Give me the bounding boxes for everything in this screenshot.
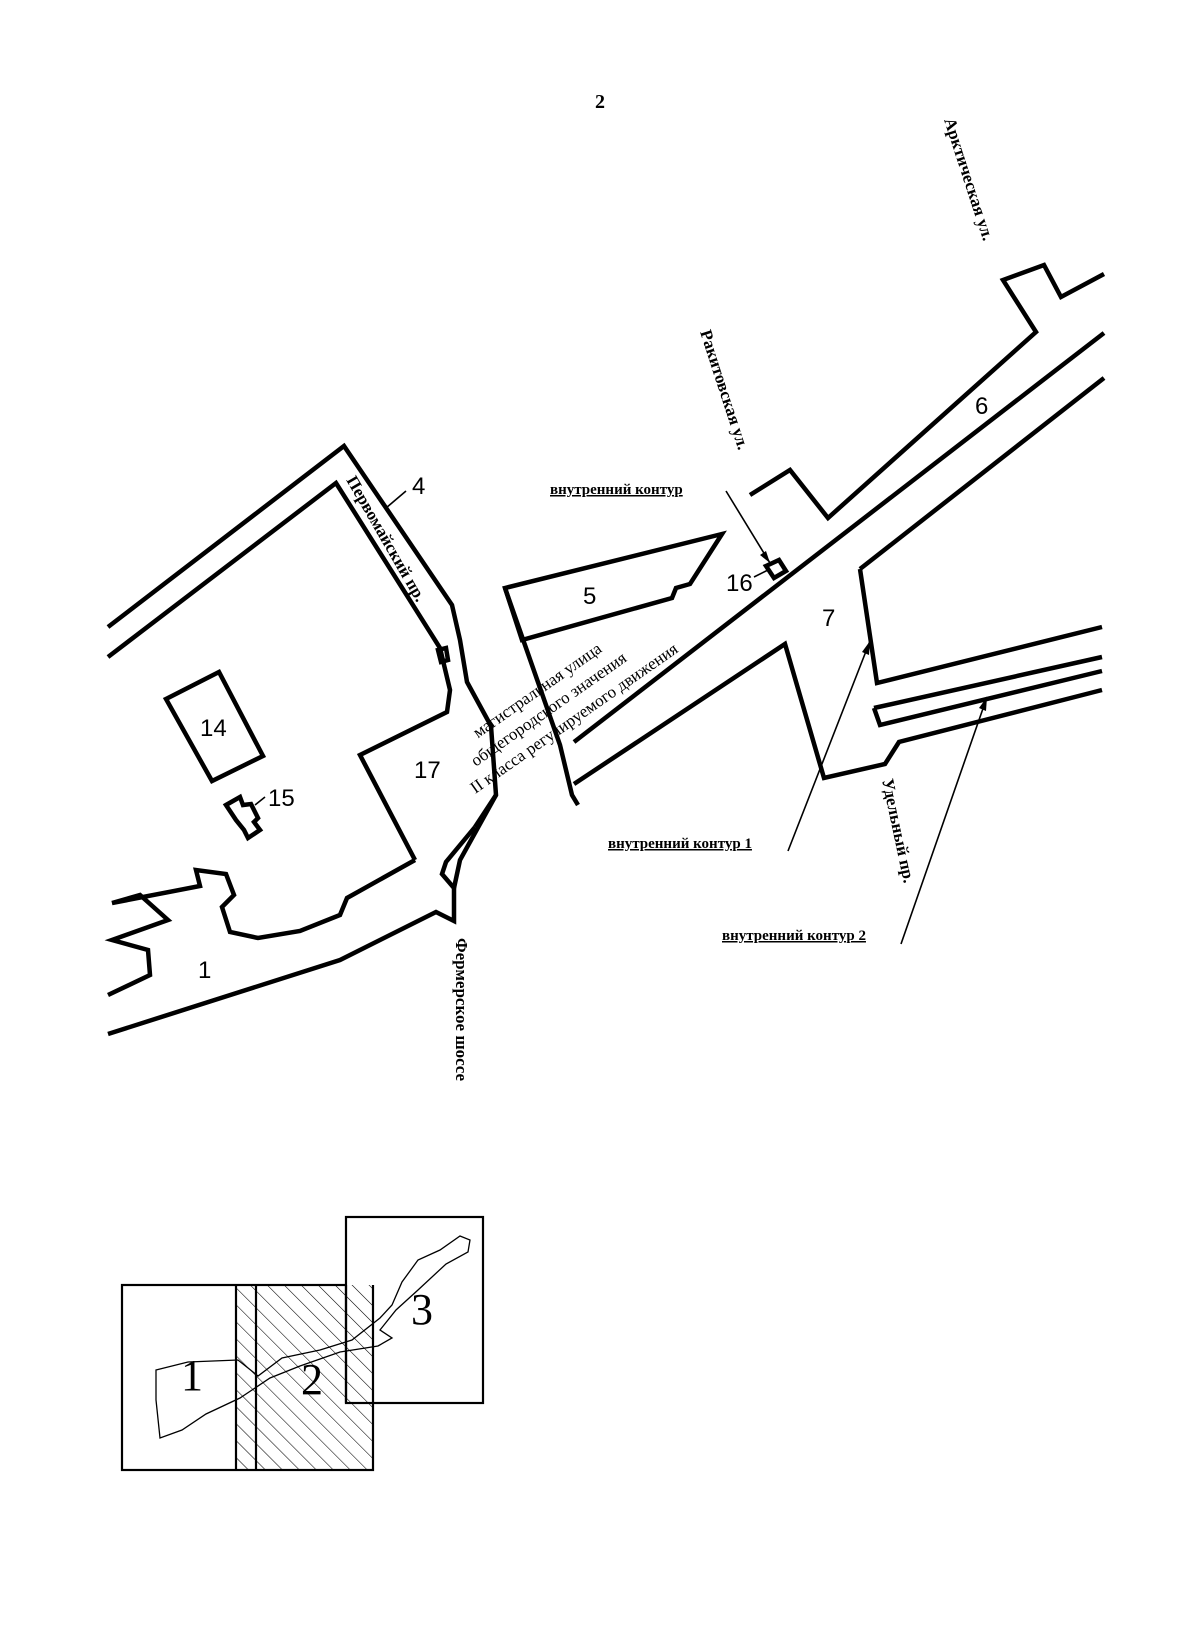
street-fermerskoe: Фермерское шоссе	[452, 938, 471, 1081]
label-inner-contour: внутренний контур	[550, 482, 683, 498]
pervomaisky-marker	[435, 645, 451, 665]
label-inner-contour-2: внутренний контур 2	[722, 928, 866, 944]
parcel-label-15: 15	[268, 785, 295, 812]
zone-14-outline	[162, 668, 267, 784]
zone-15-outline	[222, 793, 264, 842]
street-rakitovskaya: Ракитовская ул.	[696, 327, 753, 452]
road-description-line-2: общегородского значения	[467, 648, 630, 770]
zone-16-outline	[762, 557, 790, 582]
strip-inner-line	[106, 479, 453, 862]
territory-outline	[155, 1235, 471, 1439]
parcel-labels: 4 5 6 7 14 15 16 17 1	[198, 393, 988, 984]
sheet-3-label: 3	[411, 1285, 433, 1334]
zone-17-band	[502, 587, 580, 807]
street-arkticheskaya: Арктическая ул.	[940, 115, 998, 243]
parcel-label-6: 6	[975, 393, 988, 420]
leader-16	[753, 569, 769, 578]
sheet-2-label: 2	[301, 1355, 323, 1404]
parcel-label-17: 17	[414, 757, 441, 784]
parcel-label-7: 7	[822, 605, 835, 632]
map-lines	[104, 262, 1106, 1037]
sheet-overlap-hatch	[346, 1285, 373, 1403]
sheet-1-label: 1	[181, 1351, 203, 1400]
parcel-label-1: 1	[198, 957, 211, 984]
parcel-label-4: 4	[412, 473, 425, 500]
leader-lines	[254, 490, 988, 945]
leader-inner-contour	[725, 490, 771, 564]
leader-inner-contour-2	[900, 696, 988, 945]
road-center-line	[572, 331, 1106, 744]
parcel-label-16: 16	[726, 570, 753, 597]
arrow-inner-contour	[760, 551, 770, 563]
road-lower-left-edge	[572, 640, 1103, 786]
strip-1-inner-line	[104, 858, 417, 998]
street-udelny: Удельный пр.	[878, 777, 919, 885]
leader-inner-contour-1	[787, 640, 871, 852]
boundary-upper-left	[106, 442, 499, 829]
page-number: 2	[595, 91, 605, 113]
leader-4	[385, 490, 407, 509]
arrow-inner-contour-1	[862, 641, 870, 655]
road-lower-center-line	[858, 376, 1106, 571]
arrow-inner-contour-2	[979, 697, 987, 711]
contour-labels: внутренний контур внутренний контур 1 вн…	[550, 482, 866, 944]
parcel-label-5: 5	[583, 583, 596, 610]
label-inner-contour-1: внутренний контур 1	[608, 836, 752, 852]
east-section-lower-2	[871, 668, 1103, 728]
boundary-south-west	[107, 825, 477, 1037]
zone-5-outline	[502, 530, 727, 643]
sheet-key-map: 1 2 3	[120, 1215, 485, 1472]
east-section-upper	[857, 568, 1103, 686]
east-section-lower	[873, 654, 1103, 711]
parcel-label-14: 14	[200, 715, 227, 742]
zone-17-lower-boundary	[451, 793, 498, 889]
leader-15	[254, 796, 266, 806]
road-upper-left-edge	[748, 262, 1106, 522]
